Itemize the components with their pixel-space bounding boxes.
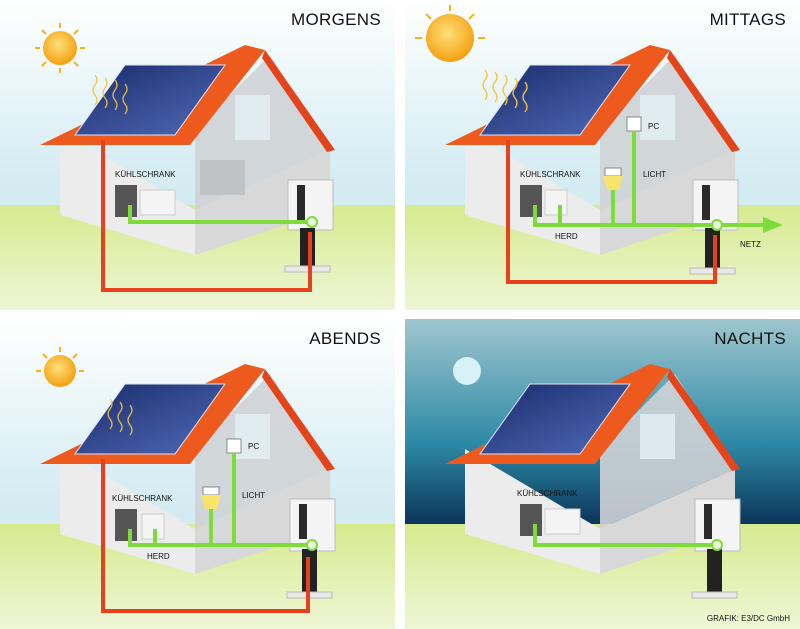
- panel-mittags: MITTAGS KÜHLSCHRANK HERD PC LICHT NETZ: [405, 0, 800, 310]
- fridge-icon: [115, 185, 137, 217]
- label-kuehlschrank: KÜHLSCHRANK: [517, 489, 578, 498]
- label-pc: PC: [248, 442, 260, 451]
- scene-mittags: [405, 0, 800, 310]
- fridge-icon: [520, 185, 542, 217]
- scene-nachts: [405, 319, 800, 629]
- lamp-icon: [604, 167, 622, 177]
- grid-arrow-icon: [763, 217, 783, 233]
- label-licht: LICHT: [643, 170, 667, 179]
- scene-morgens: [0, 0, 395, 310]
- pc-icon: [226, 438, 242, 454]
- label-licht: LICHT: [242, 491, 266, 500]
- label-kuehlschrank: KÜHLSCHRANK: [520, 170, 581, 179]
- sun-icon: [415, 5, 485, 62]
- fridge-icon: [520, 504, 542, 536]
- label-netz: NETZ: [740, 240, 761, 249]
- sun-icon: [36, 347, 84, 387]
- image-credit: GRAFIK: E3/DC GmbH: [706, 614, 790, 623]
- fridge-icon: [115, 509, 137, 541]
- panel-title: ABENDS: [309, 329, 381, 348]
- label-kuehlschrank: KÜHLSCHRANK: [115, 170, 176, 179]
- label-pc: PC: [648, 122, 660, 131]
- moon-icon: [453, 357, 481, 385]
- lamp-icon: [202, 486, 220, 496]
- panel-title: MITTAGS: [709, 10, 786, 29]
- panel-nachts: NACHTS KÜHLSCHRANK GRAFIK: E3/DC GmbH: [405, 319, 800, 629]
- panel-title: NACHTS: [714, 329, 786, 348]
- panel-morgens: MORGENS KÜHLSCHRANK: [0, 0, 395, 310]
- label-herd: HERD: [147, 552, 170, 561]
- pc-icon: [626, 116, 642, 132]
- stove-icon: [544, 189, 568, 216]
- sun-icon: [35, 23, 85, 73]
- panel-abends: ABENDS KÜHLSCHRANK HERD PC LICHT: [0, 319, 395, 629]
- label-herd: HERD: [555, 232, 578, 241]
- label-kuehlschrank: KÜHLSCHRANK: [112, 494, 173, 503]
- panel-title: MORGENS: [291, 10, 381, 29]
- scene-abends: [0, 319, 395, 629]
